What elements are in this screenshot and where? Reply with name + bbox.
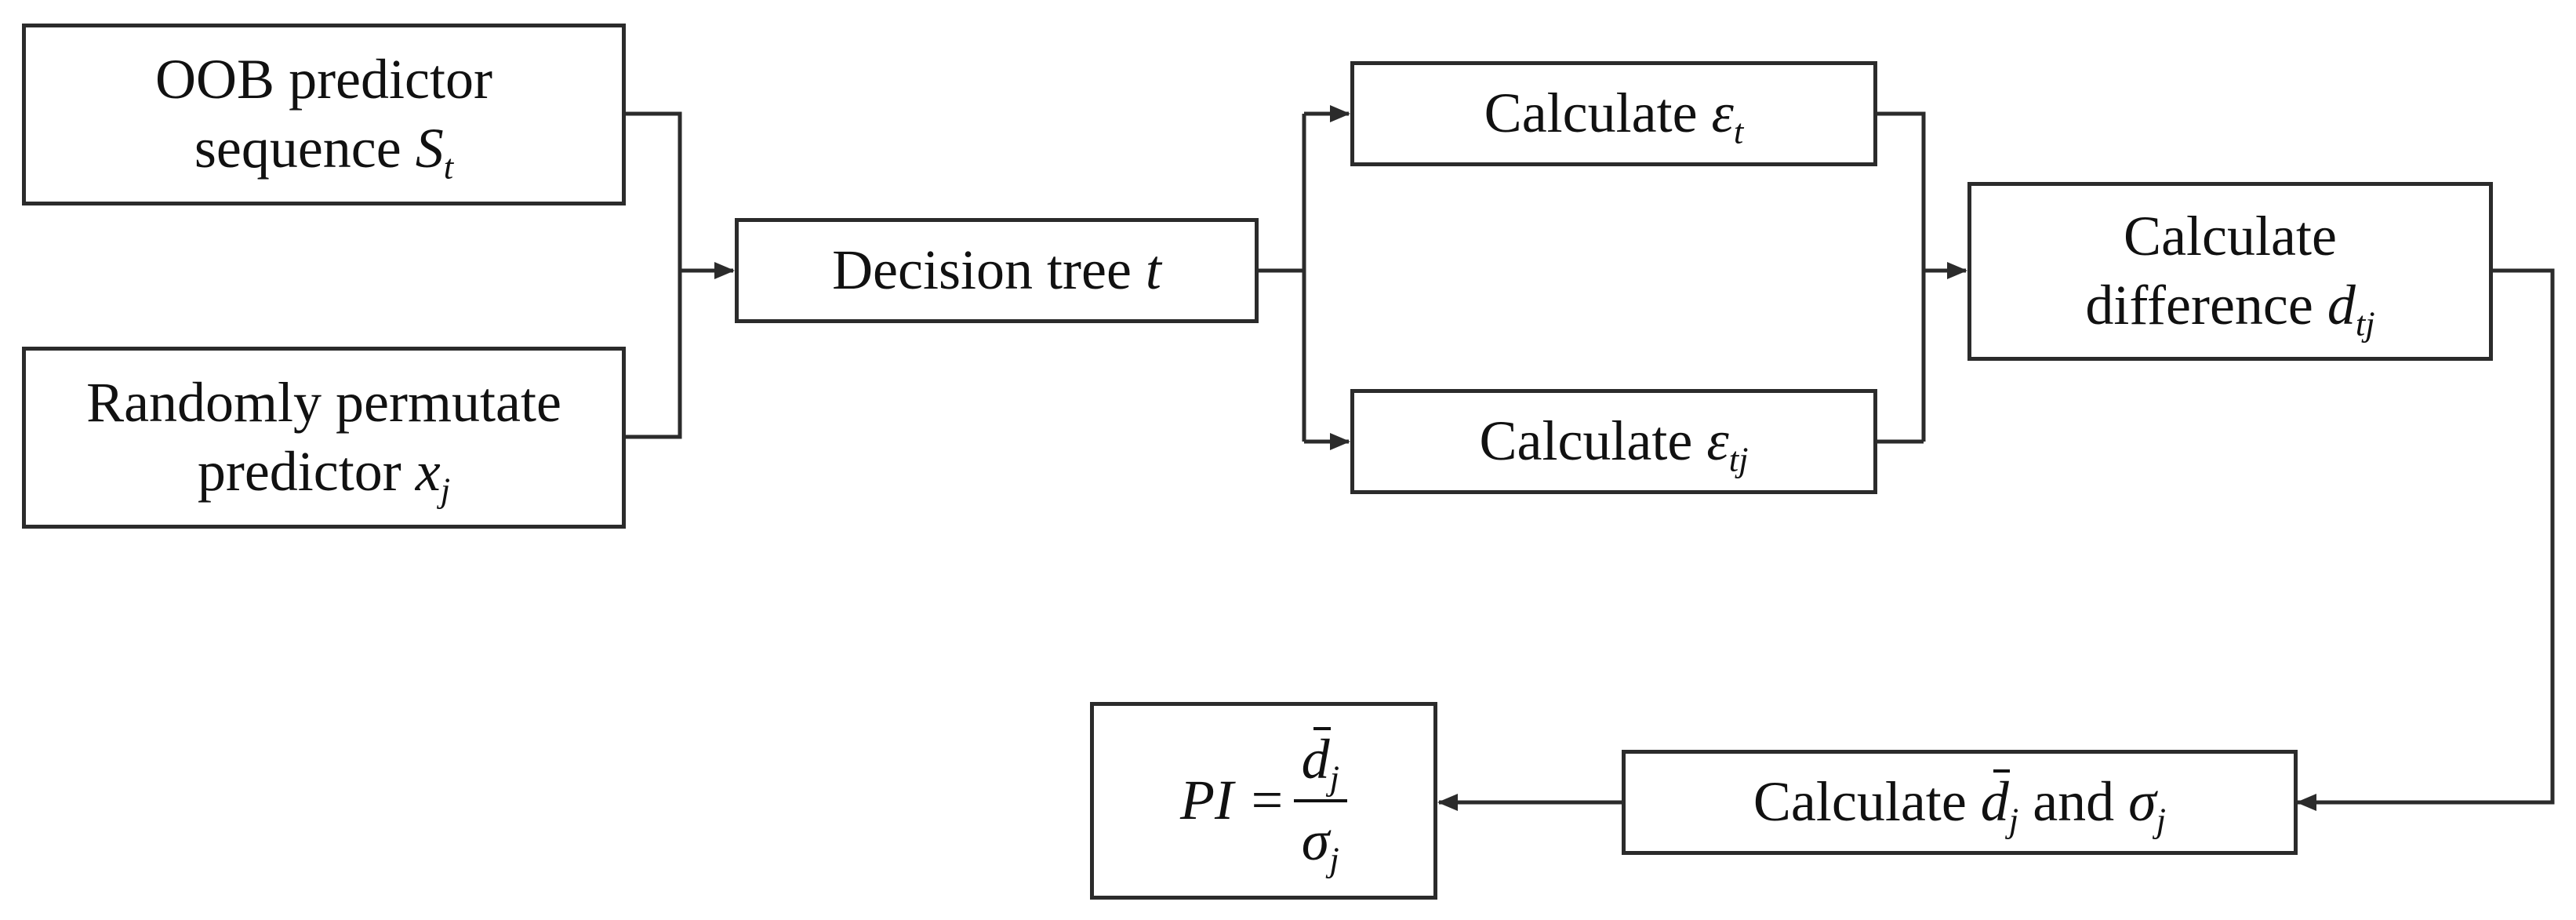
- arrowhead-calc-difference: [1947, 262, 1967, 279]
- permutate-line2: predictor xj: [86, 438, 561, 507]
- oob-line1: OOB predictor: [155, 48, 492, 111]
- connector-difference-to-mean-sd: [2298, 268, 2555, 805]
- arrowhead-calc-epsilon-t: [1330, 105, 1350, 122]
- pi-denominator: σj: [1294, 802, 1347, 879]
- difference-sub-tj: tj: [2355, 304, 2375, 344]
- oob-line2: sequence St: [155, 115, 492, 184]
- calc-difference-line1: Calculate: [2124, 205, 2337, 268]
- pi-numerator: dj: [1294, 725, 1347, 799]
- oob-predictor-sequence-box: OOB predictor sequence St: [22, 24, 626, 205]
- calc-difference-line2-text: difference: [2085, 274, 2327, 336]
- pi-fraction: dj σj: [1293, 725, 1347, 879]
- pi-formula-box: PI = dj σj: [1090, 702, 1437, 900]
- calc-difference-box: Calculate difference dtj: [1967, 182, 2493, 361]
- arrowhead-pi: [1437, 794, 1458, 811]
- decision-tree-box: Decision tree t: [735, 218, 1259, 323]
- and-text: and: [2018, 770, 2129, 834]
- oob-var-s: S: [415, 117, 444, 180]
- arrowhead-calc-epsilon-tj: [1330, 433, 1350, 450]
- connector-oob-to-merge: [623, 111, 682, 271]
- epsilon-symbol-tj: ε: [1706, 409, 1729, 473]
- permutate-line2-text: predictor: [197, 440, 416, 503]
- permutate-var-x: x: [415, 440, 441, 503]
- pi-fraction-bar: [1293, 799, 1347, 802]
- epsilon-tj-sub: tj: [1728, 439, 1749, 479]
- epsilon-t-sub: t: [1733, 111, 1744, 151]
- calc-epsilon-t-box: Calculate εt: [1350, 61, 1877, 166]
- pi-den-sub-j: j: [1329, 839, 1339, 879]
- connector-calc-epsilon-t-out: [1875, 111, 1926, 442]
- mean-d-sub-j: j: [2008, 800, 2019, 840]
- pi-den-sigma: σ: [1301, 809, 1330, 872]
- randomly-permutate-predictor-box: Randomly permutate predictor xj: [22, 347, 626, 529]
- permutate-sub-j: j: [440, 470, 451, 510]
- calc-mean-and-sigma-box: Calculate dj and σj: [1622, 750, 2298, 855]
- oob-line2-text: sequence: [194, 117, 416, 180]
- oob-sub-t: t: [443, 147, 454, 187]
- arrowhead-decision-tree: [714, 262, 735, 279]
- sigma-sub-j: j: [2156, 800, 2167, 840]
- calc-epsilon-t-text: Calculate: [1484, 82, 1712, 145]
- calc-epsilon-tj-text: Calculate: [1479, 409, 1707, 473]
- arrowhead-mean-sd: [2296, 794, 2316, 811]
- epsilon-symbol: ε: [1711, 82, 1734, 145]
- decision-tree-text: Decision tree: [832, 238, 1146, 302]
- pi-num-sub-j: j: [1329, 758, 1339, 798]
- decision-tree-var-t: t: [1145, 238, 1161, 302]
- calc-epsilon-tj-box: Calculate εtj: [1350, 389, 1877, 494]
- pi-lhs: PI =: [1180, 769, 1286, 832]
- difference-var-d: d: [2327, 274, 2356, 336]
- calc-mean-sigma-text: Calculate: [1753, 770, 1981, 834]
- mean-d-bar: d: [1981, 768, 2011, 837]
- calc-difference-line2: difference dtj: [2085, 271, 2375, 344]
- connector-permutate-to-merge: [623, 271, 682, 439]
- sigma-symbol: σ: [2128, 770, 2156, 834]
- pi-num-d-bar: d: [1302, 725, 1332, 795]
- permutate-line1: Randomly permutate: [86, 371, 561, 435]
